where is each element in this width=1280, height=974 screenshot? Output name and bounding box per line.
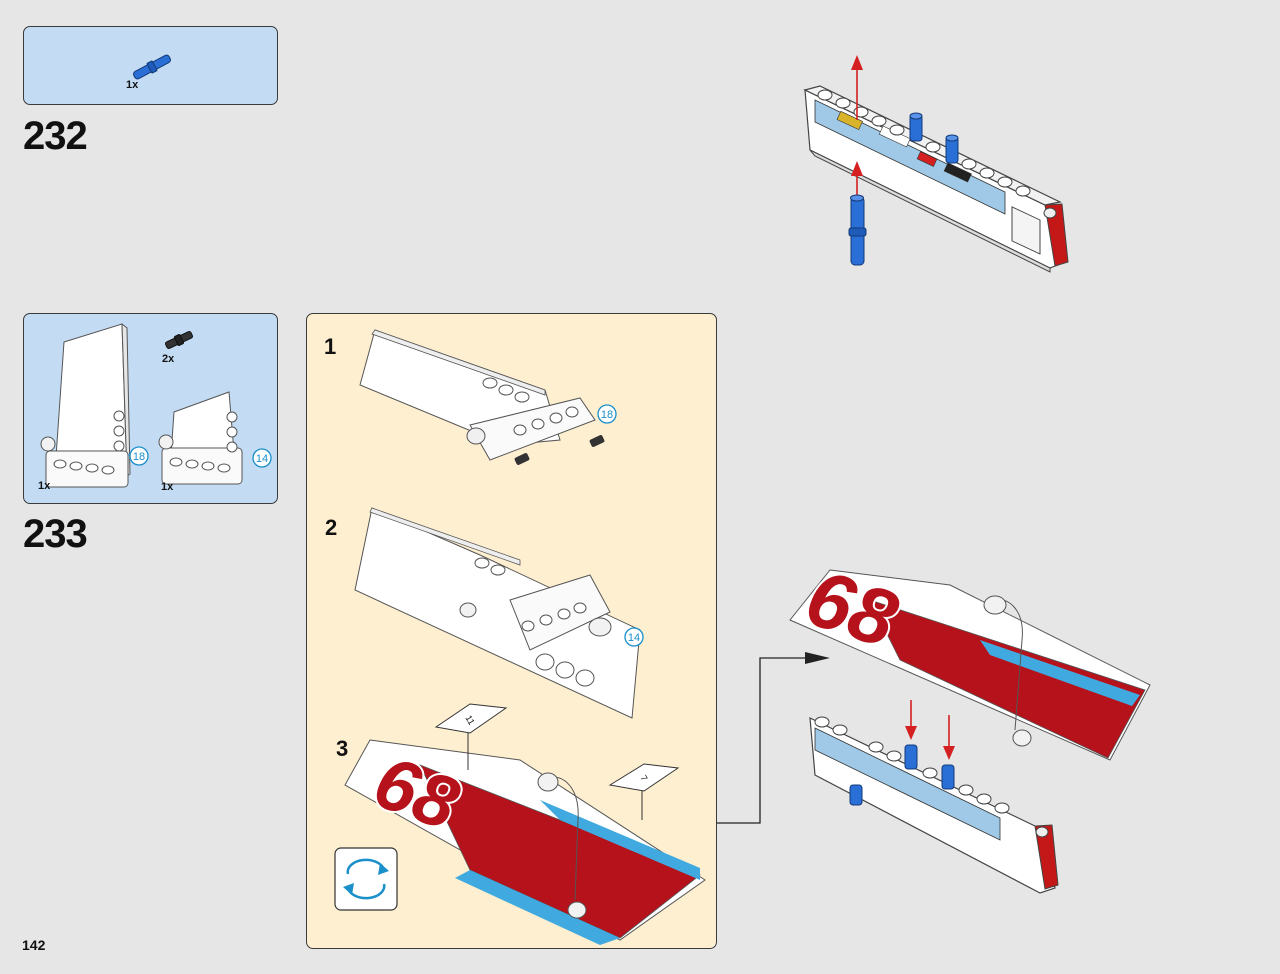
- sticker-number: 7: [638, 773, 649, 782]
- white-panel-large-icon: [40, 322, 131, 488]
- callout-18: 18: [128, 446, 149, 466]
- substep-number-3: 3: [336, 736, 349, 761]
- black-axle-pin-icon: [164, 331, 194, 349]
- substep-number-1: 1: [324, 334, 337, 359]
- part-qty: 2x: [162, 353, 175, 365]
- callout-14: 14: [252, 448, 272, 468]
- part-qty: 1x: [161, 481, 174, 493]
- white-panel-small-icon: [158, 391, 243, 485]
- connector-line: [717, 657, 810, 824]
- callout-text: 14: [628, 632, 640, 644]
- step-number-233: 233: [23, 512, 88, 556]
- blue-pin: [909, 112, 923, 142]
- substep-1-illustration: 18: [359, 329, 617, 465]
- sticker-number: 11: [463, 713, 476, 726]
- substep-number-2: 2: [325, 515, 338, 540]
- blue-pin: [945, 134, 959, 164]
- sticker-logo: [836, 110, 863, 131]
- part-qty: 1x: [38, 480, 51, 492]
- substep-3-illustration: 68 11 7: [344, 703, 706, 945]
- parts-box-step-232: 1x: [23, 26, 278, 105]
- blue-axle-pin-inserting: [848, 194, 867, 266]
- parts-box-step-233: 18 14 2x 1x 1x: [23, 313, 278, 504]
- page-number: 142: [22, 937, 46, 953]
- callout-text: 18: [601, 409, 613, 421]
- step-233-parts: 18 14: [40, 322, 272, 488]
- blue-axle-pin-icon: [133, 54, 171, 80]
- callout-text: 18: [133, 451, 145, 463]
- step-number-232: 232: [23, 114, 88, 158]
- substep-2-illustration: 14: [354, 507, 644, 719]
- rotate-model-icon[interactable]: [334, 847, 398, 911]
- callout-text: 14: [256, 453, 268, 465]
- final-beam-assembly: [809, 700, 1059, 894]
- part-qty: 1x: [126, 79, 139, 91]
